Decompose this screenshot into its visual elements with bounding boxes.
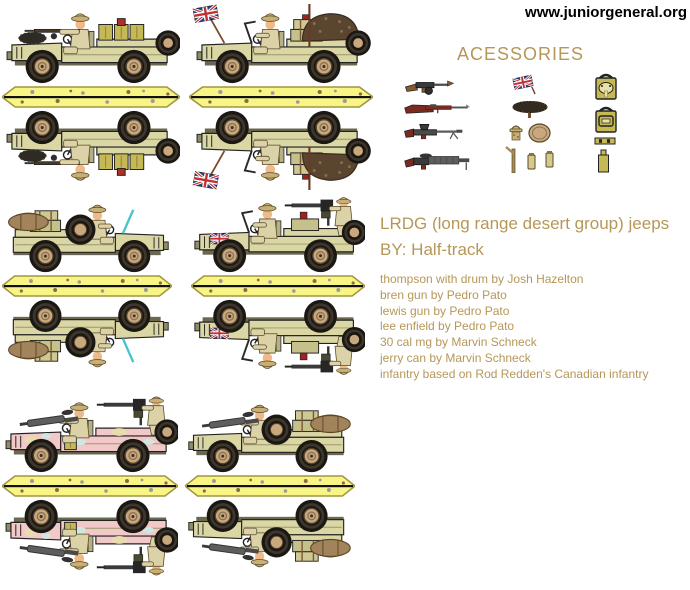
camo-net-roll-icon (512, 101, 548, 118)
page-title-block: LRDG (long range desert group) jeeps BY:… (380, 211, 690, 263)
credits-list: thompson with drum by Josh Hazelton bren… (380, 272, 690, 383)
jerry-can-square-icon (595, 106, 617, 133)
jeep-unit-lewis (185, 393, 355, 579)
site-url: www.juniorgeneral.org (525, 4, 687, 21)
accessories-title: ACESSORIES (457, 44, 585, 64)
credit-line: lee enfield by Pedro Pato (380, 319, 515, 334)
credit-line: infantry based on Rod Redden's Canadian … (380, 366, 649, 381)
tow-bar-icon (594, 137, 616, 145)
bren-gun-icon (404, 124, 463, 140)
jeep-thompson-sprite-mirrored (2, 108, 180, 190)
jeep-30cal-sprite-mirrored (191, 297, 365, 379)
jeep-flag-sprite-mirrored (189, 108, 373, 190)
page-byline: BY: Half-track (380, 240, 484, 259)
credit-line: 30 cal mg by Marvin Schneck (380, 335, 537, 350)
base-strip (2, 475, 178, 497)
jeep-unit-flag-antenna (189, 4, 373, 190)
jeep-pink-sprite-mirrored (2, 497, 178, 579)
base-strip (2, 86, 180, 108)
jeep-lewis-sprite-mirrored (185, 497, 355, 579)
lee-enfield-icon (404, 104, 470, 114)
base-strip (185, 475, 355, 497)
sun-helmet-icon (509, 125, 523, 141)
jeep-30cal-sprite-top (191, 193, 365, 275)
credit-line: lewis gun by Pedro Pato (380, 303, 510, 318)
canteen-pouch-icon (545, 151, 554, 168)
base-strip (189, 86, 373, 108)
jeep-unit-30cal-gunner (191, 193, 365, 379)
canteen-pouch-icon (527, 153, 536, 170)
lewis-gun-icon (404, 153, 470, 170)
jeep-stowage-sprite-mirrored (2, 297, 172, 379)
page-title: LRDG (long range desert group) jeeps (380, 214, 670, 233)
base-strip (2, 275, 172, 297)
base-strip (191, 275, 365, 297)
jeep-pink-sprite-top (2, 393, 178, 475)
jeep-thompson-sprite-top (2, 4, 180, 86)
jeep-unit-stowage (2, 193, 172, 379)
signal-pole-icon (505, 146, 516, 173)
fuel-tin-icon (598, 149, 609, 173)
jeep-flag-sprite-top (189, 4, 373, 86)
jeep-unit-thompson (2, 4, 180, 190)
jeep-unit-pink-camo (2, 393, 178, 579)
credit-line: thompson with drum by Josh Hazelton (380, 272, 584, 286)
jeep-lewis-sprite-top (185, 393, 355, 475)
union-jack-flag-icon (512, 74, 536, 95)
jerry-can-round-icon (595, 73, 617, 100)
credit-line: jerry can by Marvin Schneck (380, 350, 531, 365)
mess-pan-icon (528, 123, 551, 143)
jeep-stowage-sprite-top (2, 193, 172, 275)
thompson-with-drum-icon (405, 80, 455, 95)
credit-line: bren gun by Pedro Pato (380, 287, 507, 302)
